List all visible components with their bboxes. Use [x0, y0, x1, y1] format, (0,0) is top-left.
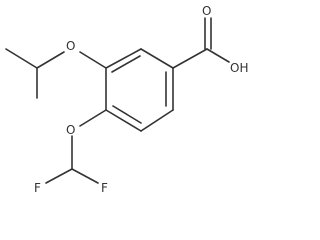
bond-chf2-to-fluorine-left [45, 168, 73, 184]
ring-double-bond-top [111, 55, 141, 73]
ring-bond-2 [105, 48, 142, 69]
lower-ether-oxygen-label: O [66, 123, 75, 137]
isopropoxy-group: O [5, 39, 107, 99]
fluorine-left-label: F [34, 181, 41, 195]
ring-bond-4 [105, 109, 142, 132]
bond-upper-oxygen-to-ch [36, 51, 65, 69]
benzene-ring [105, 48, 174, 132]
chemical-structure-diagram: O OH O O F F [5, 4, 248, 195]
hydroxyl-label: OH [230, 61, 248, 75]
difluoromethoxy-group: O F F [34, 109, 108, 195]
bond-ch-to-methyl-left [5, 48, 38, 69]
bond-chf2-to-fluorine-right [71, 168, 99, 184]
bond-ring-to-carboxyl [172, 48, 208, 69]
bond-ring-to-upper-oxygen [79, 51, 107, 69]
ring-bond-5 [140, 109, 174, 132]
carboxylic-acid-group: O OH [172, 4, 248, 75]
bond-ring-to-lower-oxygen [79, 109, 107, 127]
ring-double-bond-bottom [112, 105, 142, 124]
ring-bond-1 [140, 48, 174, 69]
upper-ether-oxygen-label: O [66, 39, 75, 53]
bond-carboxyl-to-oh [206, 48, 230, 63]
fluorine-right-label: F [101, 181, 108, 195]
carbonyl-oxygen-label: O [202, 4, 211, 18]
